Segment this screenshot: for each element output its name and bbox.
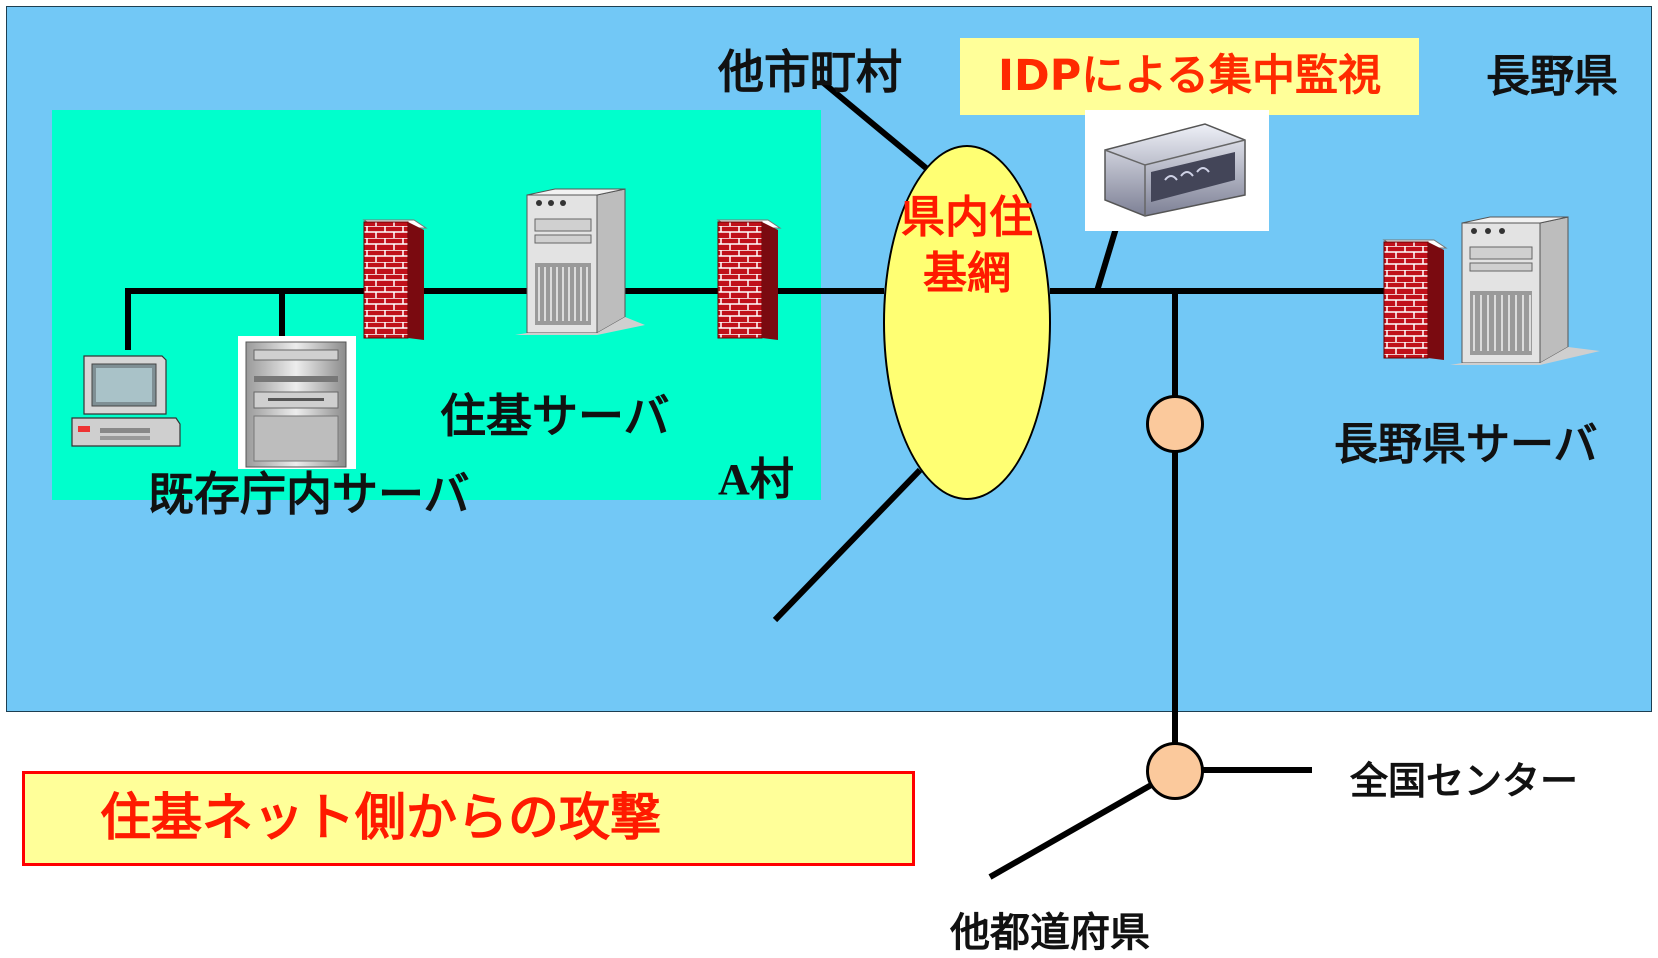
other-village-link bbox=[772, 467, 923, 623]
other-prefectures-label: 他都道府県 bbox=[950, 910, 1150, 956]
nagano-prefecture-label: 長野県 bbox=[1486, 51, 1618, 102]
tower-server-icon bbox=[515, 185, 650, 340]
firewall-icon bbox=[712, 214, 784, 344]
other-municipalities-link bbox=[818, 77, 928, 171]
attack-caption: 住基ネット側からの攻撃 bbox=[100, 789, 662, 848]
idp-monitoring-label: IDPによる集中監視 bbox=[998, 51, 1381, 101]
national-center-label: 全国センター bbox=[1350, 759, 1579, 803]
village-a-label: A村 bbox=[718, 455, 794, 504]
workstation-icon bbox=[70, 352, 182, 450]
prefectural-network-label: 県内住基網 bbox=[901, 192, 1033, 299]
other-prefectures-link bbox=[988, 777, 1162, 880]
idp-appliance-icon bbox=[1085, 110, 1269, 231]
firewall-icon bbox=[1378, 234, 1450, 364]
tower-server-icon bbox=[1450, 213, 1610, 373]
existing-office-server-label: 既存庁内サーバ bbox=[148, 467, 470, 521]
office-server-icon bbox=[238, 336, 356, 469]
idp-label-box bbox=[960, 38, 1419, 115]
attack-caption-box bbox=[22, 771, 915, 866]
nagano-server-label: 長野県サーバ bbox=[1334, 419, 1598, 470]
junction-node bbox=[1146, 395, 1204, 453]
prefectural-network-ellipse bbox=[883, 145, 1051, 500]
other-municipalities-label: 他市町村 bbox=[718, 45, 902, 99]
junction-node-outer bbox=[1146, 742, 1204, 800]
firewall-icon bbox=[358, 214, 430, 344]
juki-server-label: 住基サーバ bbox=[440, 389, 670, 443]
